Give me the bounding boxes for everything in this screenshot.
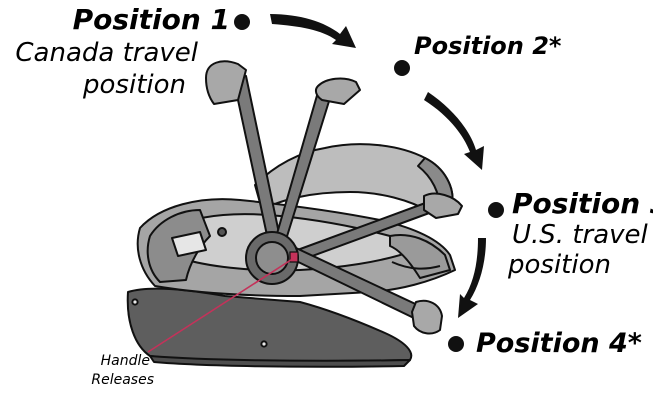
seat-base [128, 289, 412, 362]
handle-position-2-grip [316, 79, 360, 104]
position-4-title: Position 4* [476, 330, 642, 357]
handle-pivot-center [256, 242, 288, 274]
arrow-3-to-4 [458, 238, 486, 318]
base-hole [132, 299, 137, 304]
position-3-caption-line2: position [508, 252, 611, 278]
position-3-title: Position 3 [512, 190, 653, 218]
handle-position-3-grip [424, 194, 462, 218]
arrow-1-to-2 [270, 14, 356, 48]
position-1-caption-line2: position [0, 72, 186, 98]
handle-releases-label-line1: Handle [60, 354, 150, 368]
handle-releases-label-line2: Releases [60, 373, 154, 387]
position-2-title: Position 2* [414, 34, 561, 58]
position-2-dot [394, 60, 410, 76]
base-hole [261, 341, 266, 346]
position-4-dot [448, 336, 464, 352]
handle-position-4-grip [412, 301, 442, 334]
position-1-title: Position 1 [40, 6, 230, 34]
seat-rivet [218, 228, 226, 236]
arrow-2-to-3 [424, 92, 484, 170]
position-1-dot [234, 14, 250, 30]
car-seat-illustration [128, 61, 462, 366]
position-3-caption-line1: U.S. travel [512, 222, 648, 248]
position-3-dot [488, 202, 504, 218]
position-1-caption-line1: Canada travel [0, 40, 198, 66]
seat-canopy [255, 144, 453, 212]
